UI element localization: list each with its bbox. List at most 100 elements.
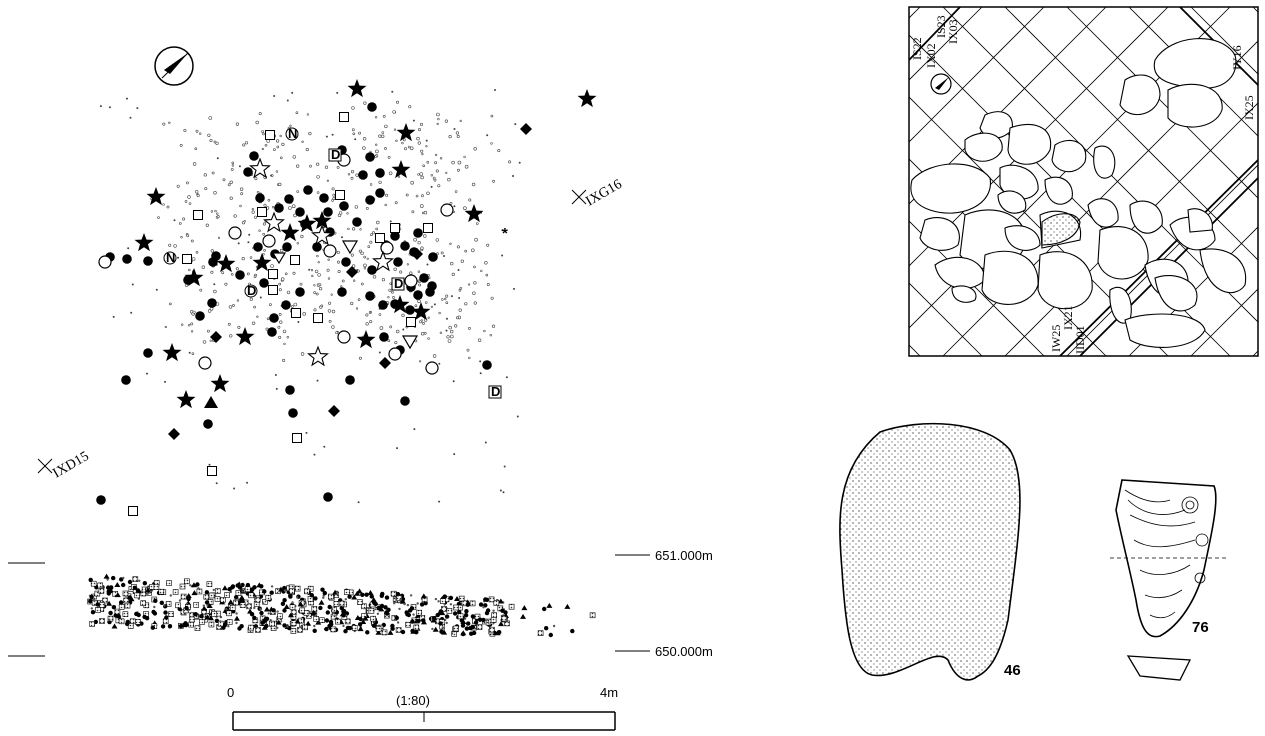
debris-dot (450, 295, 453, 298)
debris-dot (316, 191, 320, 194)
debris-dot (261, 130, 265, 134)
section-point (375, 629, 382, 635)
section-point (211, 610, 217, 617)
debris-dot (360, 282, 364, 286)
debris-dot (341, 236, 343, 239)
flake-scars (1124, 489, 1209, 619)
section-point (90, 580, 97, 587)
diamond (168, 428, 180, 440)
filled-circle (312, 242, 322, 252)
debris-dot (331, 325, 335, 329)
debris-dot (271, 206, 275, 209)
section-point (421, 618, 426, 623)
debris-dot (194, 147, 198, 150)
section-point (128, 596, 135, 602)
debris-dot (365, 206, 369, 210)
section-point (441, 605, 447, 612)
section-point (199, 619, 205, 625)
section-point (477, 617, 483, 622)
debris-dot (423, 331, 427, 335)
debris-dot (262, 132, 265, 136)
debris-dot (441, 298, 444, 301)
debris-dot (452, 380, 455, 383)
debris-dot (501, 229, 504, 232)
section-point (413, 618, 420, 624)
inset-grid-label: IW25 (1049, 325, 1063, 352)
section-point (88, 599, 93, 604)
section-point (542, 606, 547, 612)
debris-dot (278, 312, 282, 316)
diamond (210, 331, 222, 343)
filled-circle (267, 327, 277, 337)
debris-dot (222, 178, 226, 182)
section-point (444, 618, 447, 622)
filled-circle (400, 241, 410, 251)
section-point (269, 590, 274, 595)
section-point (319, 617, 325, 624)
debris-dot (436, 122, 439, 125)
debris-dot (379, 326, 384, 330)
section-point (318, 605, 323, 611)
filled-star (411, 302, 431, 321)
diamond (520, 123, 532, 135)
n-marker-icon: N (285, 126, 299, 141)
section-point (218, 620, 224, 627)
section-point (275, 619, 282, 625)
debris-dot (162, 122, 166, 126)
filled-star (396, 123, 416, 142)
section-point (442, 594, 447, 599)
filled-circle (413, 228, 423, 238)
debris-dot (497, 149, 501, 153)
section-point (416, 602, 419, 605)
debris-dot (505, 376, 508, 379)
section-point (406, 603, 410, 607)
section-point (247, 608, 254, 614)
debris-dot (434, 153, 438, 157)
section-point (99, 618, 105, 624)
section-point (107, 615, 114, 622)
debris-dot (421, 153, 424, 156)
inset-grid-label: IS23 (934, 15, 948, 38)
debris-dot (301, 140, 304, 144)
debris-dot (327, 309, 332, 313)
section-point (564, 603, 571, 609)
debris-dot (396, 447, 398, 450)
debris-dot (214, 209, 217, 213)
section-point (134, 611, 139, 617)
debris-dot (211, 171, 215, 175)
debris-dot (389, 220, 392, 223)
n-markers: N N (163, 126, 299, 265)
debris-dot (328, 301, 332, 305)
debris-dot (241, 257, 245, 261)
section-point (98, 588, 105, 594)
section-point (413, 624, 420, 631)
section-point (95, 607, 101, 613)
debris-dot (183, 129, 187, 133)
debris-dot (210, 249, 214, 253)
debris-dot (351, 106, 355, 110)
debris-dot (430, 305, 434, 308)
section-point (198, 624, 201, 627)
section-point (106, 578, 109, 581)
debris-dot (371, 231, 375, 235)
section-point (163, 604, 166, 607)
debris-dot (199, 132, 202, 135)
section-point (369, 594, 374, 599)
debris-dot (376, 220, 380, 225)
debris-dot (215, 141, 219, 145)
section-point (262, 598, 268, 605)
section-point (134, 592, 140, 599)
debris-dot (430, 174, 433, 177)
debris-dot (375, 143, 378, 147)
debris-dot (516, 415, 519, 418)
debris-dot (447, 339, 452, 343)
filled-star (312, 211, 332, 230)
section-point (441, 629, 448, 635)
debris-dot (166, 205, 170, 209)
section-point (153, 584, 160, 590)
debris-dot (270, 174, 273, 177)
section-point (452, 611, 458, 616)
section-point (501, 615, 507, 622)
open-square (128, 506, 138, 516)
debris-dot (195, 251, 199, 254)
